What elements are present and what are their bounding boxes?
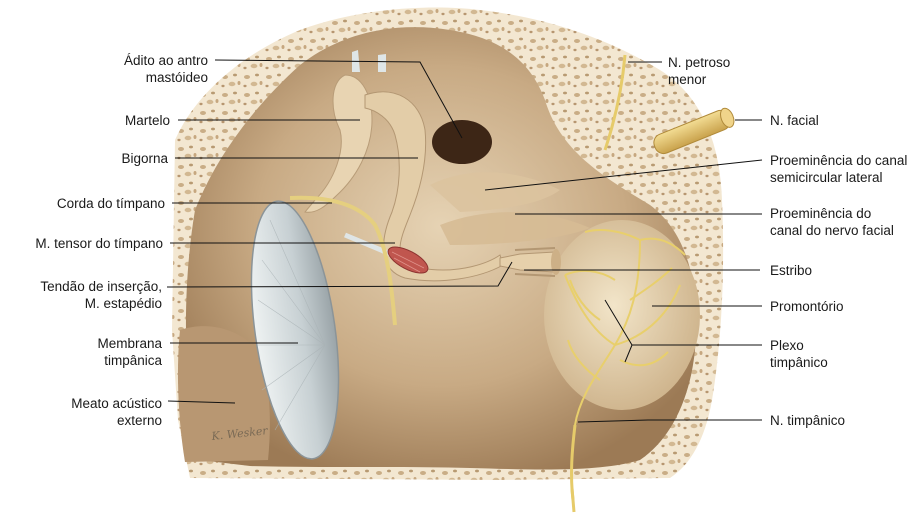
external-canal (177, 326, 270, 462)
label-membrana: Membrana timpânica (97, 336, 162, 368)
label-petroso: N. petroso menor (668, 55, 731, 87)
lateral-canal-prominence (430, 172, 560, 212)
label-corda: Corda do tímpano (56, 196, 165, 211)
chorda-tympani (289, 195, 397, 326)
stapes (499, 247, 561, 277)
label-tensor: M. tensor do tímpano (35, 236, 163, 251)
label-timpanico: N. timpânico (770, 413, 846, 428)
label-meato: Meato acústico externo (71, 396, 162, 428)
leader-lines (166, 59, 763, 423)
incus (364, 91, 504, 282)
label-bigorna: Bigorna (121, 151, 168, 166)
tympanic-plexus (564, 229, 686, 426)
tympanic-membrane (250, 200, 340, 460)
label-adito: Ádito ao antro mastóideo (123, 53, 208, 85)
tensor-tympani (344, 232, 429, 274)
facial-nerve (653, 107, 735, 155)
artist-signature: K. Wesker (210, 424, 269, 443)
label-canal-facial: Proeminência do canal do nervo facial (770, 206, 894, 238)
label-martelo: Martelo (124, 113, 170, 128)
promontory (544, 220, 700, 410)
label-estribo: Estribo (770, 263, 813, 278)
label-canal-lateral: Proeminência do canal semicircular later… (770, 153, 908, 185)
label-plexo: Plexo timpânico (770, 338, 828, 370)
aditus-opening (432, 120, 492, 164)
tympanic-nerve-stub (570, 487, 576, 513)
malleus (304, 74, 373, 213)
membrane-fibers (257, 219, 326, 431)
label-promontorio: Promontório (770, 299, 844, 314)
ligament-2 (378, 54, 386, 72)
label-tendao: Tendão de inserção, M. estapédio (40, 279, 162, 311)
facial-canal-prominence (440, 212, 590, 245)
label-facial: N. facial (770, 113, 819, 128)
lesser-petrosal-nerve (603, 54, 627, 151)
